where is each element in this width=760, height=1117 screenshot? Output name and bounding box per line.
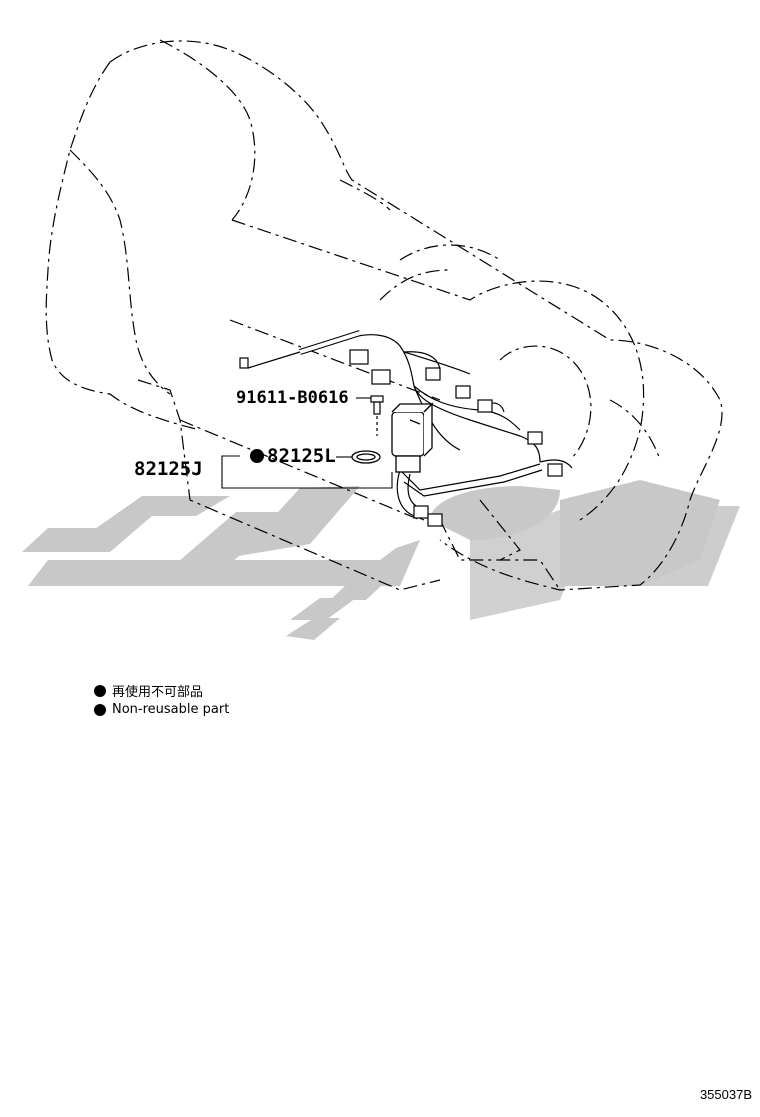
legend-text-jp: 再使用不可部品 [112,685,204,700]
transmission-housing [45,39,723,591]
bolt-part [370,395,384,436]
main-connector [391,402,434,473]
legend-row-jp: 再使用不可部品 [94,681,203,700]
oring-part [351,450,381,464]
legend-dot-icon [94,703,106,716]
callout-oring: 82125L [250,445,336,467]
legend-text-en: Non-reusable part [112,702,230,717]
leader-lines [221,397,393,489]
harness-connectors [239,349,563,527]
non-reusable-marker-icon [250,449,264,463]
figure-code: 355037B [699,1087,752,1102]
callout-harness: 82125J [134,458,203,480]
callout-bolt: 91611-B0616 [236,388,349,408]
legend-dot-icon [94,684,106,697]
legend-row-en: Non-reusable part [94,702,229,717]
callout-oring-label: 82125L [267,445,336,467]
